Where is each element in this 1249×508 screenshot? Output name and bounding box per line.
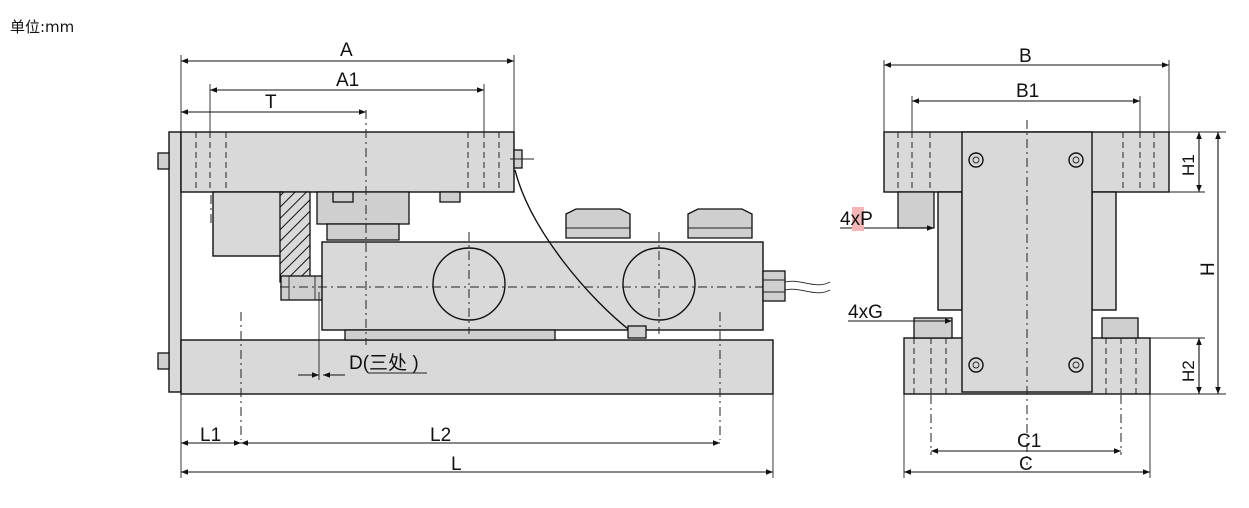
cell-hole-1 [432, 247, 506, 321]
side-nut-top [157, 152, 170, 170]
dim-label-a1: A1 [336, 70, 359, 91]
hatched-block [279, 191, 311, 283]
front-view [157, 110, 831, 440]
base-plate [180, 339, 774, 395]
top-bracket [212, 191, 282, 257]
dim-label-t: T [265, 92, 277, 113]
side-upright-right [1091, 191, 1117, 311]
dim-label-b1: B1 [1016, 81, 1039, 102]
front-dimensions [180, 55, 774, 478]
dim-label-a: A [340, 40, 353, 61]
dim-label-l1: L1 [200, 425, 221, 446]
dim-label-l2: L2 [430, 425, 451, 446]
cable-gland [762, 270, 786, 302]
dim-label-h: H [1198, 262, 1219, 276]
dim-label-l: L [451, 454, 462, 475]
ground-strap [514, 169, 633, 333]
unit-label: 单位:mm [10, 18, 75, 36]
dim-label-h1: H1 [1179, 154, 1198, 176]
side-bolt [280, 275, 326, 301]
dim-label-g: 4xG [848, 302, 883, 323]
cell-hole-2 [622, 247, 696, 321]
side-view [883, 120, 1170, 465]
dim-label-d: D(三处 ) [349, 352, 419, 374]
side-dimensions [840, 60, 1226, 478]
side-upright-left [937, 191, 963, 311]
load-button-housing [316, 191, 410, 225]
side-screws [968, 152, 1084, 373]
top-plate [180, 131, 515, 193]
dim-label-p: 4xP [840, 209, 873, 230]
p-highlight [852, 207, 864, 231]
dim-label-c: C [1019, 454, 1033, 475]
side-plate [168, 131, 182, 393]
dim-label-h2: H2 [1179, 360, 1198, 382]
load-cell-body [321, 241, 764, 331]
hex-nut-2 [687, 208, 753, 239]
dim-label-b: B [1019, 46, 1032, 67]
hex-nut-1 [565, 208, 631, 239]
side-nut-bottom [157, 352, 170, 370]
dim-label-c1: C1 [1017, 431, 1041, 452]
